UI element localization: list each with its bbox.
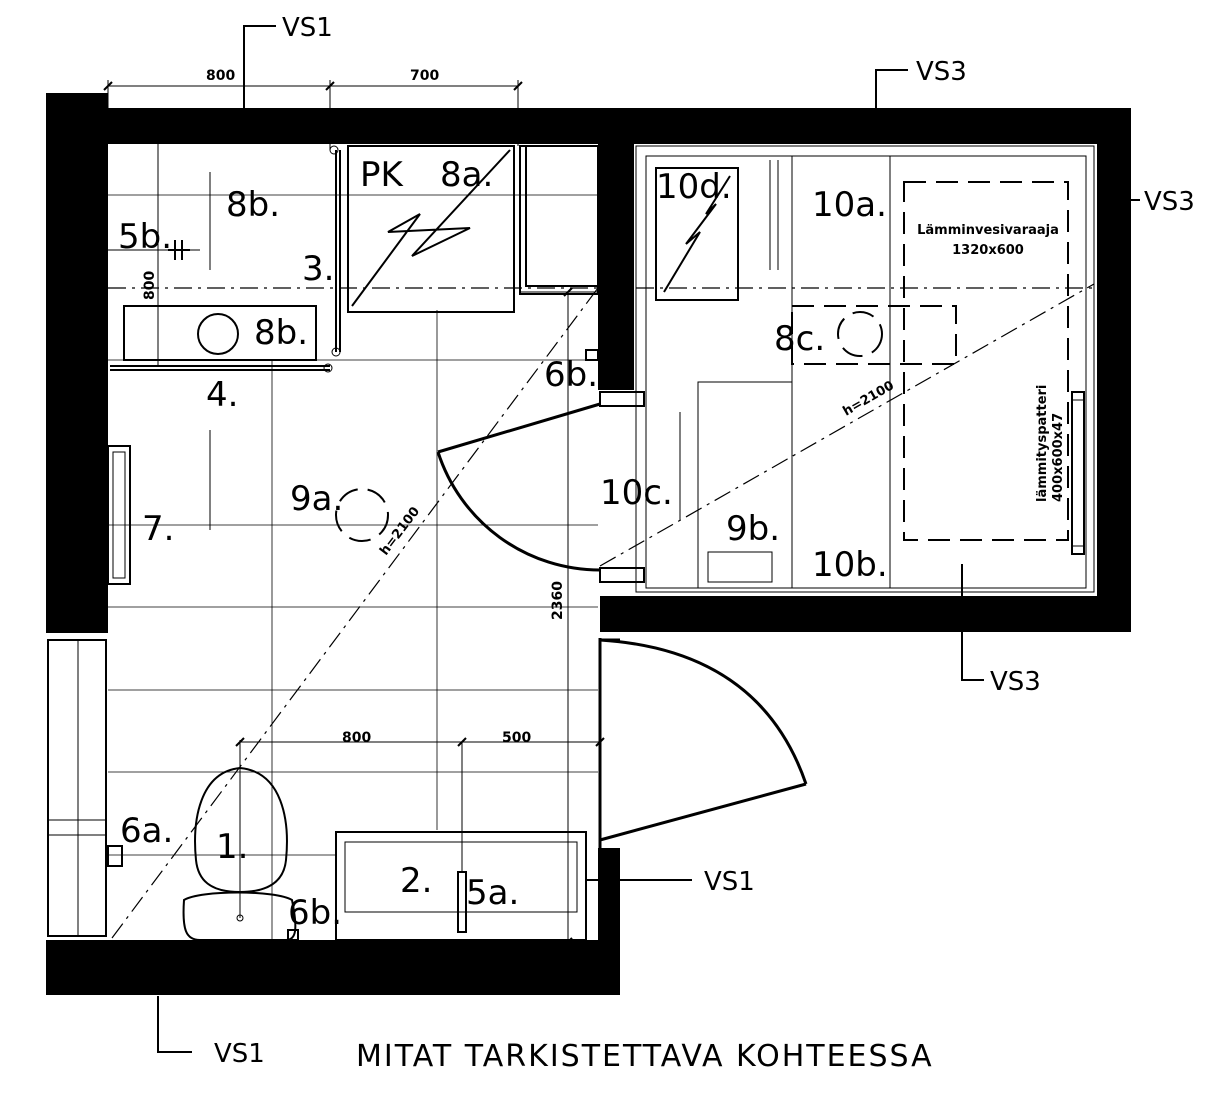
boiler-name: Lämminvesivaraaja [917,223,1059,238]
floor-drain-9a [335,488,389,542]
dim-top-700: 700 [410,68,439,84]
label-9b: 9b. [726,509,780,549]
dim-bottom-800: 800 [342,730,371,746]
label-10d: 10d. [656,167,732,207]
toilet [182,740,297,941]
boiler-size: 1320x600 [952,243,1024,258]
label-10b: 10b. [812,545,888,585]
dim-left-800: 800 [142,271,158,300]
label-8c: 8c. [774,319,825,359]
socket-6a [107,845,123,867]
label-5a: 5a. [466,873,519,913]
label-6a: 6a. [120,811,173,851]
label-9a: 9a. [290,479,343,519]
label-5b: 5b. [118,217,172,257]
radiator-size: 400x600x47 [1051,413,1066,502]
dim-top-800: 800 [206,68,235,84]
bench-7 [107,430,211,585]
label-3: 3. [302,249,334,289]
fixture-labels: PK 8a. 8b. 5b. 3. 8b. 4. 6b. 9a. 7. 6a. … [118,155,888,933]
washbasin-2 [335,742,587,941]
dimension-lines [103,80,605,947]
shower-rails [110,145,341,373]
label-4: 4. [206,375,238,415]
label-10c: 10c. [600,473,673,513]
vs3-top-label: VS3 [916,57,967,87]
storage-room [635,145,1095,593]
dim-bottom-500: 500 [502,730,531,746]
vs3-bottom-label: VS3 [990,667,1041,697]
centerlines [108,283,1095,939]
cabinet-8a [347,145,599,313]
wall-right [1097,108,1131,632]
equipment-labels: Lämminvesivaraaja 1320x600 lämmityspatte… [917,223,1066,502]
label-2: 2. [400,861,432,901]
label-1: 1. [216,827,248,867]
door-storage [436,391,645,583]
vs3-right-label: VS3 [1144,187,1195,217]
socket-6b-top [585,349,599,361]
wall-bottom [46,940,620,995]
wall-top [46,108,1131,144]
radiator-name: lämmityspatteri [1035,385,1050,502]
wall-partition [598,144,634,390]
label-8b-top: 8b. [226,185,280,225]
wall-left-upper [46,93,108,633]
section-labels: VS1 VS3 VS3 VS3 VS1 VS1 [214,13,1195,1069]
note-dimensions: MITAT TARKISTETTAVA KOHTEESSA [356,1039,934,1074]
label-8b-mid: 8b. [254,313,308,353]
label-7: 7. [142,509,174,549]
label-8a: 8a. [440,155,493,195]
window-left [47,639,107,937]
walls [46,93,1131,995]
label-10a: 10a. [812,185,887,225]
label-pk: PK [360,155,405,195]
dim-vertical-2360: 2360 [550,581,566,620]
label-6b-top: 6b. [544,355,598,395]
door-entrance [598,638,808,848]
label-6b-bottom: 6b. [288,893,342,933]
vs1-right-label: VS1 [704,867,755,897]
vs1-top-label: VS1 [282,13,333,43]
section-markers [157,25,1140,1053]
vs1-bottom-label: VS1 [214,1039,265,1069]
socket-6b-bottom [287,929,299,941]
wall-storage-bottom [600,596,1131,632]
